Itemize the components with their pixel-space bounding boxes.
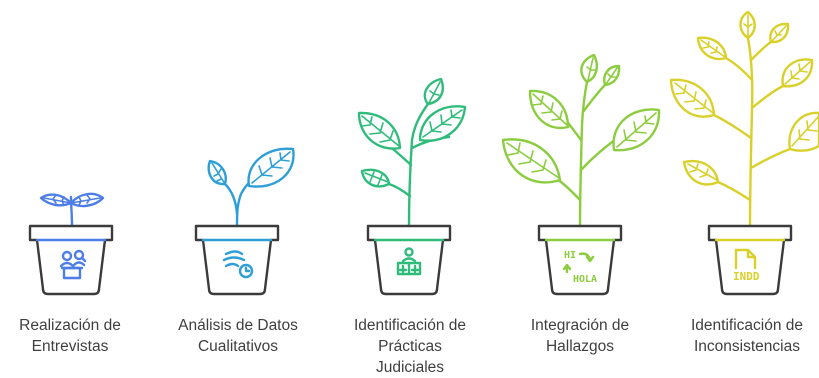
leaf-small bbox=[207, 159, 227, 186]
interview-people-icon bbox=[59, 249, 87, 280]
step-label-realizacion-entrevistas: Realización de Entrevistas bbox=[0, 315, 150, 357]
leaf-right-upper bbox=[769, 22, 790, 44]
label-line: Prácticas bbox=[378, 338, 442, 355]
leaf-left-upper bbox=[696, 36, 728, 61]
label-line: Integración de bbox=[530, 317, 630, 334]
label-line: Análisis de Datos bbox=[178, 317, 298, 334]
label-line: Entrevistas bbox=[31, 338, 109, 355]
pot: INDD bbox=[707, 224, 793, 296]
plant-integracion-hallazgos bbox=[501, 53, 661, 228]
indd-file-icon: INDD bbox=[733, 248, 760, 283]
leaf-left-mid bbox=[669, 78, 716, 118]
wind-clock-icon bbox=[222, 250, 254, 279]
label-line: Judiciales bbox=[375, 359, 445, 376]
leaf-left-low bbox=[682, 159, 720, 186]
leaf-upper-right bbox=[603, 64, 621, 87]
plant-analisis-datos bbox=[207, 147, 295, 228]
step-label-identificacion-inconsistencias: Identificación de Inconsistencias bbox=[667, 315, 819, 357]
leaf-left-upper bbox=[528, 89, 570, 130]
judge-scales-icon bbox=[396, 247, 422, 276]
svg-text:INDD: INDD bbox=[733, 270, 760, 283]
label-line: Cualitativos bbox=[197, 338, 279, 355]
step-label-integracion-hallazgos: Integración de Hallazgos bbox=[500, 315, 660, 357]
plant-identificacion-practicas bbox=[357, 77, 467, 228]
step-label-analisis-datos: Análisis de Datos Cualitativos bbox=[158, 315, 318, 357]
leaf-left-mid bbox=[357, 111, 402, 150]
leaf-large bbox=[247, 147, 295, 188]
svg-text:HOLA: HOLA bbox=[573, 274, 597, 285]
leaf-top bbox=[739, 10, 756, 40]
sprout bbox=[39, 192, 105, 228]
label-line: Identificación de bbox=[690, 317, 804, 334]
leaf-left-low bbox=[360, 168, 391, 188]
leaf-right-mid bbox=[612, 108, 661, 152]
plant-realizacion-entrevistas bbox=[39, 192, 105, 228]
pot bbox=[28, 224, 114, 296]
leaf-top bbox=[423, 77, 444, 106]
label-line: Inconsistencias bbox=[694, 338, 800, 355]
step-label-identificacion-practicas: Identificación de Prácticas Judiciales bbox=[330, 315, 490, 378]
pot: HI HOLA bbox=[537, 224, 623, 296]
leaf-left-low bbox=[501, 138, 562, 184]
label-line: Identificación de bbox=[353, 317, 467, 334]
svg-text:HI: HI bbox=[564, 250, 576, 261]
leaf-right-mid bbox=[418, 105, 467, 142]
leaf-top bbox=[580, 53, 598, 84]
label-line: Hallazgos bbox=[545, 338, 615, 355]
label-line: Realización de bbox=[19, 317, 121, 334]
translation-icon: HI HOLA bbox=[562, 250, 597, 285]
leaf-right-low bbox=[788, 111, 819, 152]
pot bbox=[194, 224, 280, 296]
pot bbox=[366, 224, 452, 296]
plant-identificacion-inconsistencias bbox=[669, 10, 819, 228]
leaf-right-mid bbox=[781, 58, 814, 88]
